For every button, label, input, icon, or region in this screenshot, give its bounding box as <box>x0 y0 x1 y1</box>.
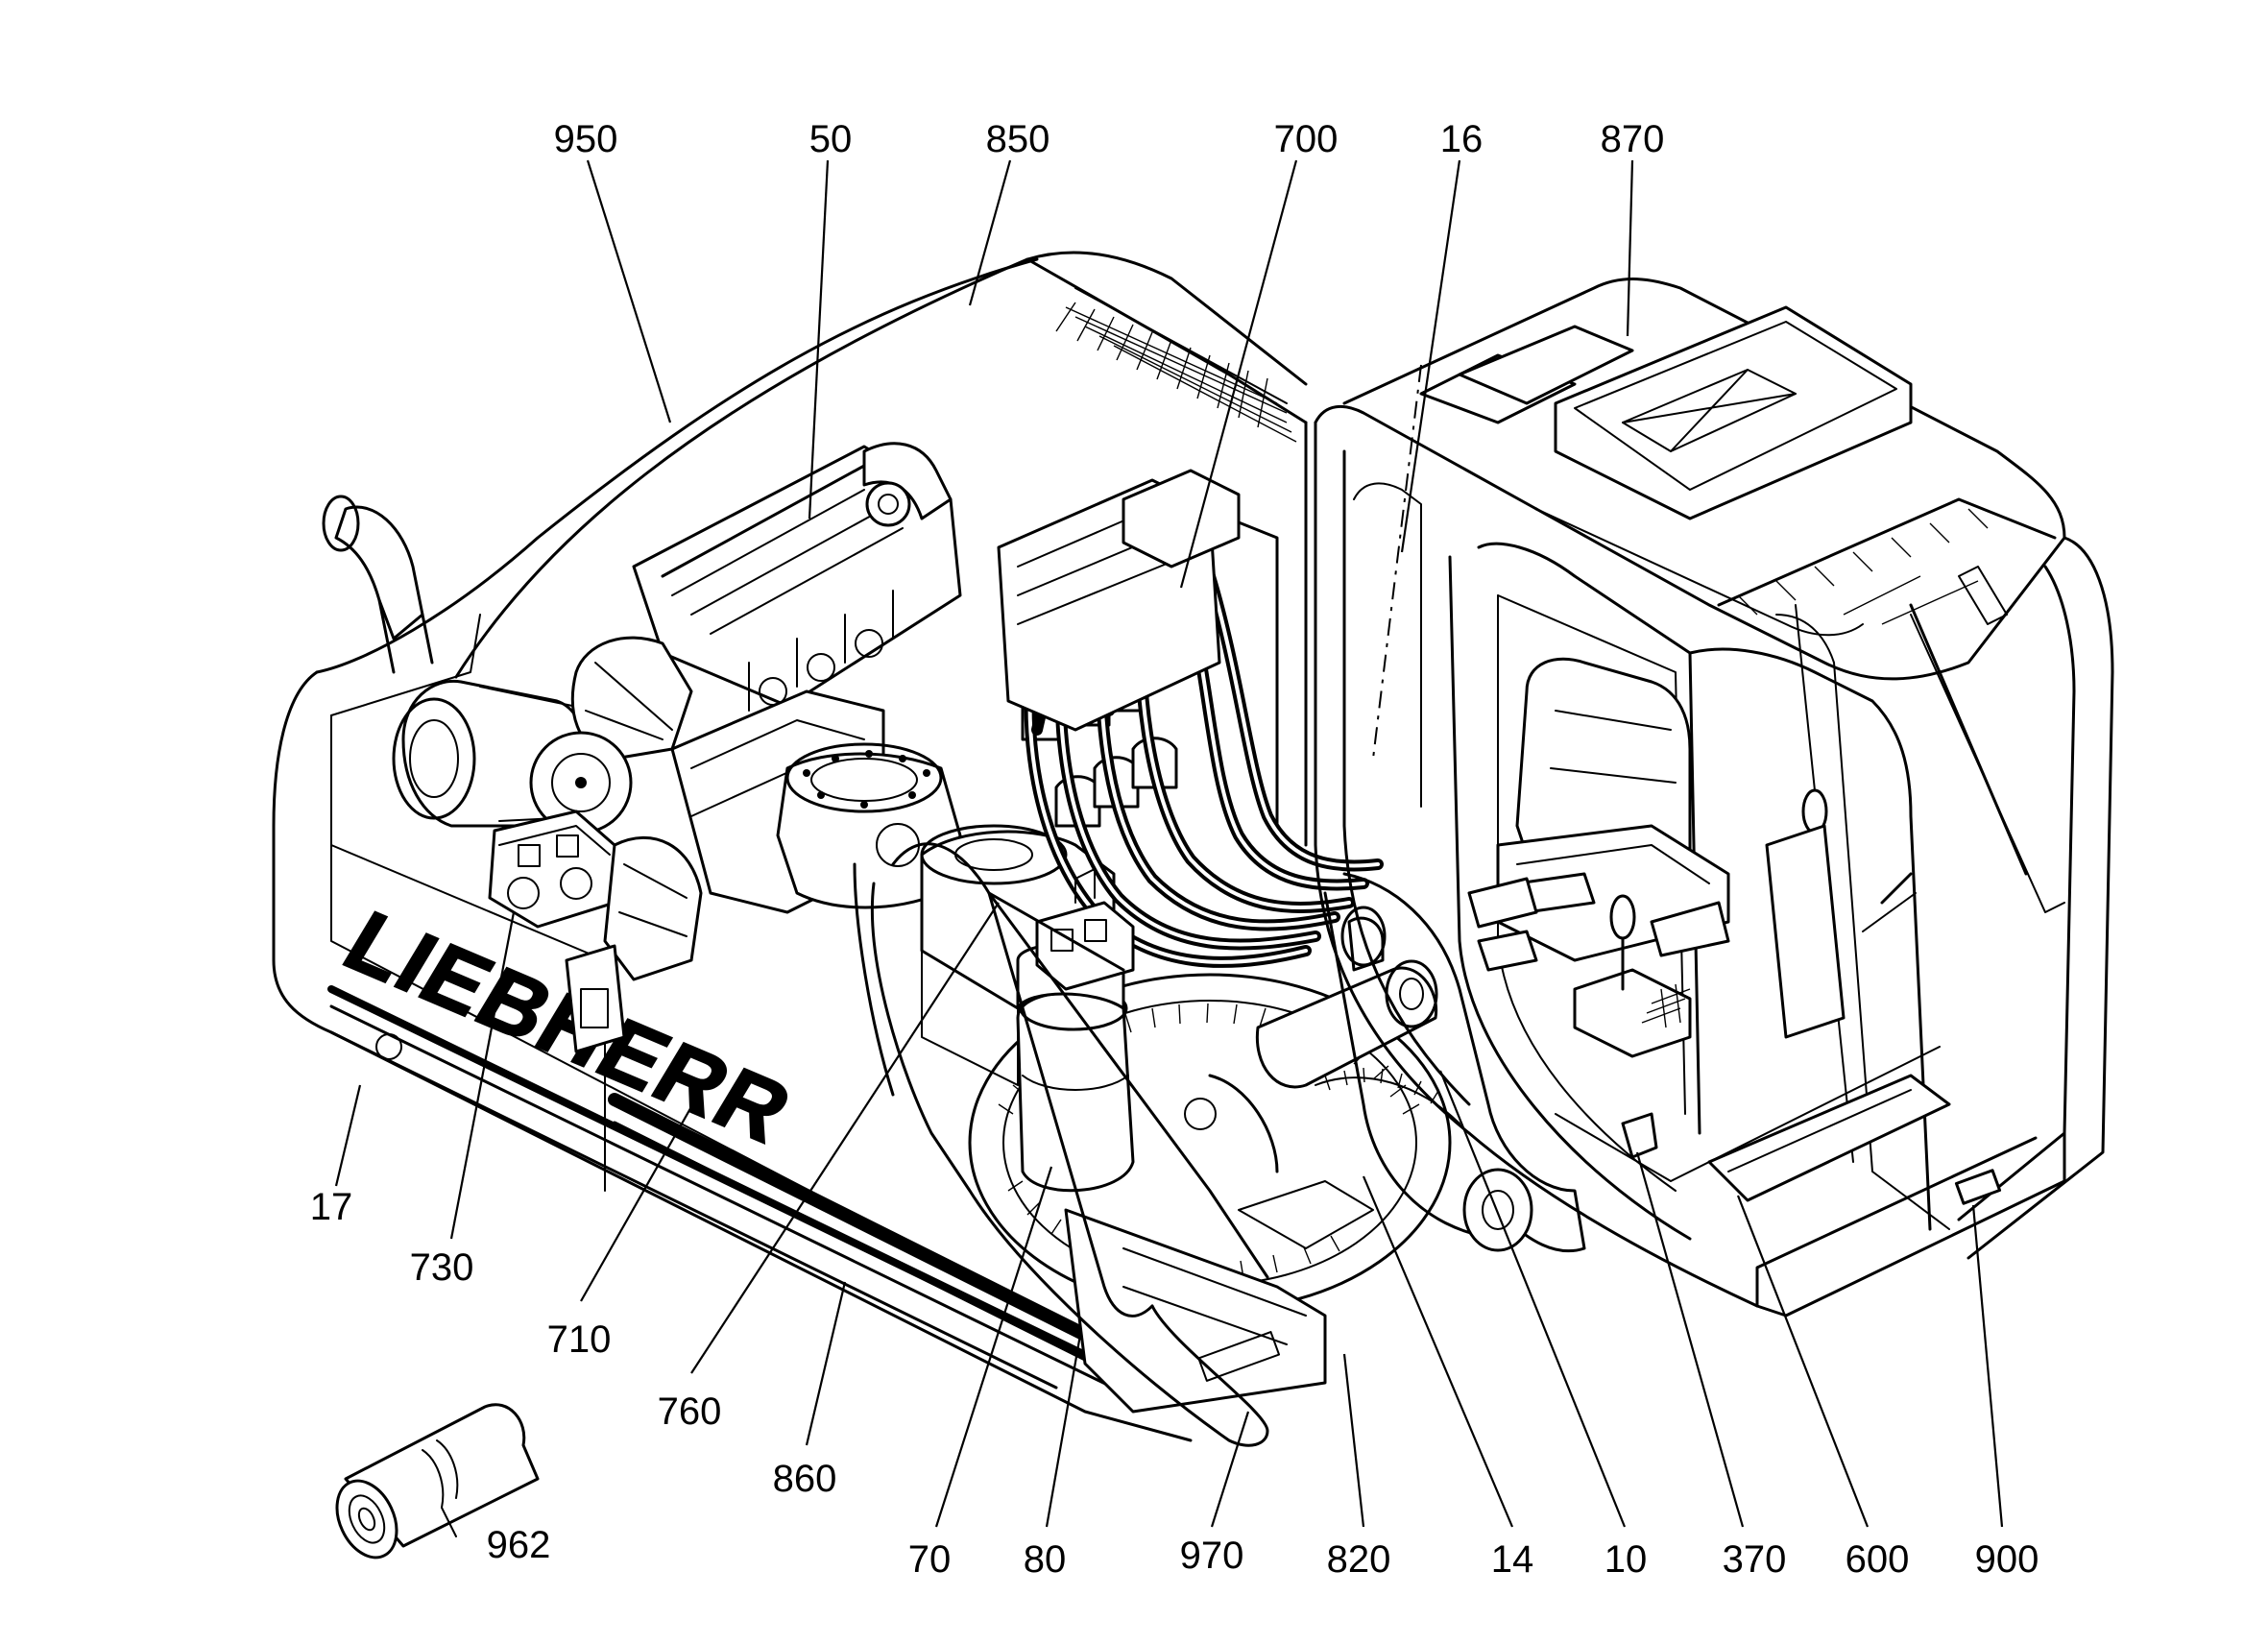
exhaust-pipe <box>322 495 434 674</box>
callout-70: 70 <box>908 1538 952 1581</box>
leader-16 <box>1400 159 1461 553</box>
callout-950: 950 <box>554 118 618 160</box>
lower-frame-beam <box>1064 1180 1374 1414</box>
console-grid <box>1641 983 1691 1028</box>
callout-labels: 950 50 850 700 16 870 17 730 710 760 860… <box>310 118 2039 1581</box>
leader-700 <box>1179 159 1298 589</box>
callout-710: 710 <box>547 1318 612 1361</box>
callout-10: 10 <box>1604 1538 1648 1581</box>
center-of-rotation-line <box>1372 364 1422 760</box>
leader-80 <box>1045 1334 1082 1528</box>
leader-10 <box>1438 1070 1627 1528</box>
boom-foot-pin <box>1255 906 1438 1089</box>
callout-870: 870 <box>1601 118 1665 160</box>
leader-950 <box>586 159 672 423</box>
control-valve-block <box>997 469 1241 732</box>
callout-970: 970 <box>1180 1535 1244 1577</box>
callout-820: 820 <box>1327 1538 1391 1581</box>
leader-760 <box>690 902 1000 1374</box>
document-roll <box>335 1403 540 1559</box>
swing-gearbox <box>1016 868 1135 1193</box>
callout-850: 850 <box>986 118 1050 160</box>
leader-820 <box>1342 1353 1365 1528</box>
callout-700: 700 <box>1274 118 1339 160</box>
engine-grille <box>1055 302 1297 443</box>
leader-970 <box>1210 1411 1250 1528</box>
leader-860 <box>805 1281 847 1446</box>
leader-70 <box>934 1166 1053 1528</box>
leader-870 <box>1626 159 1634 337</box>
roof-hatch <box>1419 305 1913 520</box>
operator-cab <box>1314 278 2114 1318</box>
callout-370: 370 <box>1723 1538 1787 1581</box>
leader-710 <box>580 1089 702 1302</box>
callout-80: 80 <box>1024 1538 1067 1581</box>
leader-370 <box>1635 1151 1745 1528</box>
callout-760: 760 <box>658 1390 722 1433</box>
callout-962: 962 <box>487 1524 551 1566</box>
leader-850 <box>968 159 1012 306</box>
callout-16: 16 <box>1440 118 1484 160</box>
callout-730: 730 <box>410 1246 474 1289</box>
callout-17: 17 <box>310 1186 353 1228</box>
leader-900 <box>1971 1204 2004 1528</box>
rear-frame-tube <box>853 842 1269 1447</box>
hydraulic-pump <box>488 810 703 1053</box>
cab-roof-visor <box>1717 497 2057 625</box>
callout-900: 900 <box>1975 1538 2039 1581</box>
leader-730 <box>449 911 516 1240</box>
leader-600 <box>1736 1195 1870 1528</box>
callout-50: 50 <box>809 118 853 160</box>
callout-14: 14 <box>1491 1538 1534 1581</box>
callout-leaders <box>334 159 2004 1528</box>
leader-50 <box>808 159 830 520</box>
callout-600: 600 <box>1846 1538 1910 1581</box>
leader-14 <box>1362 1175 1514 1528</box>
boom-mount-bracket <box>1184 872 1586 1253</box>
tank-bolts <box>803 750 930 809</box>
operator-seat <box>1467 657 1917 1058</box>
leader-17 <box>334 1084 362 1187</box>
callout-860: 860 <box>773 1458 837 1500</box>
